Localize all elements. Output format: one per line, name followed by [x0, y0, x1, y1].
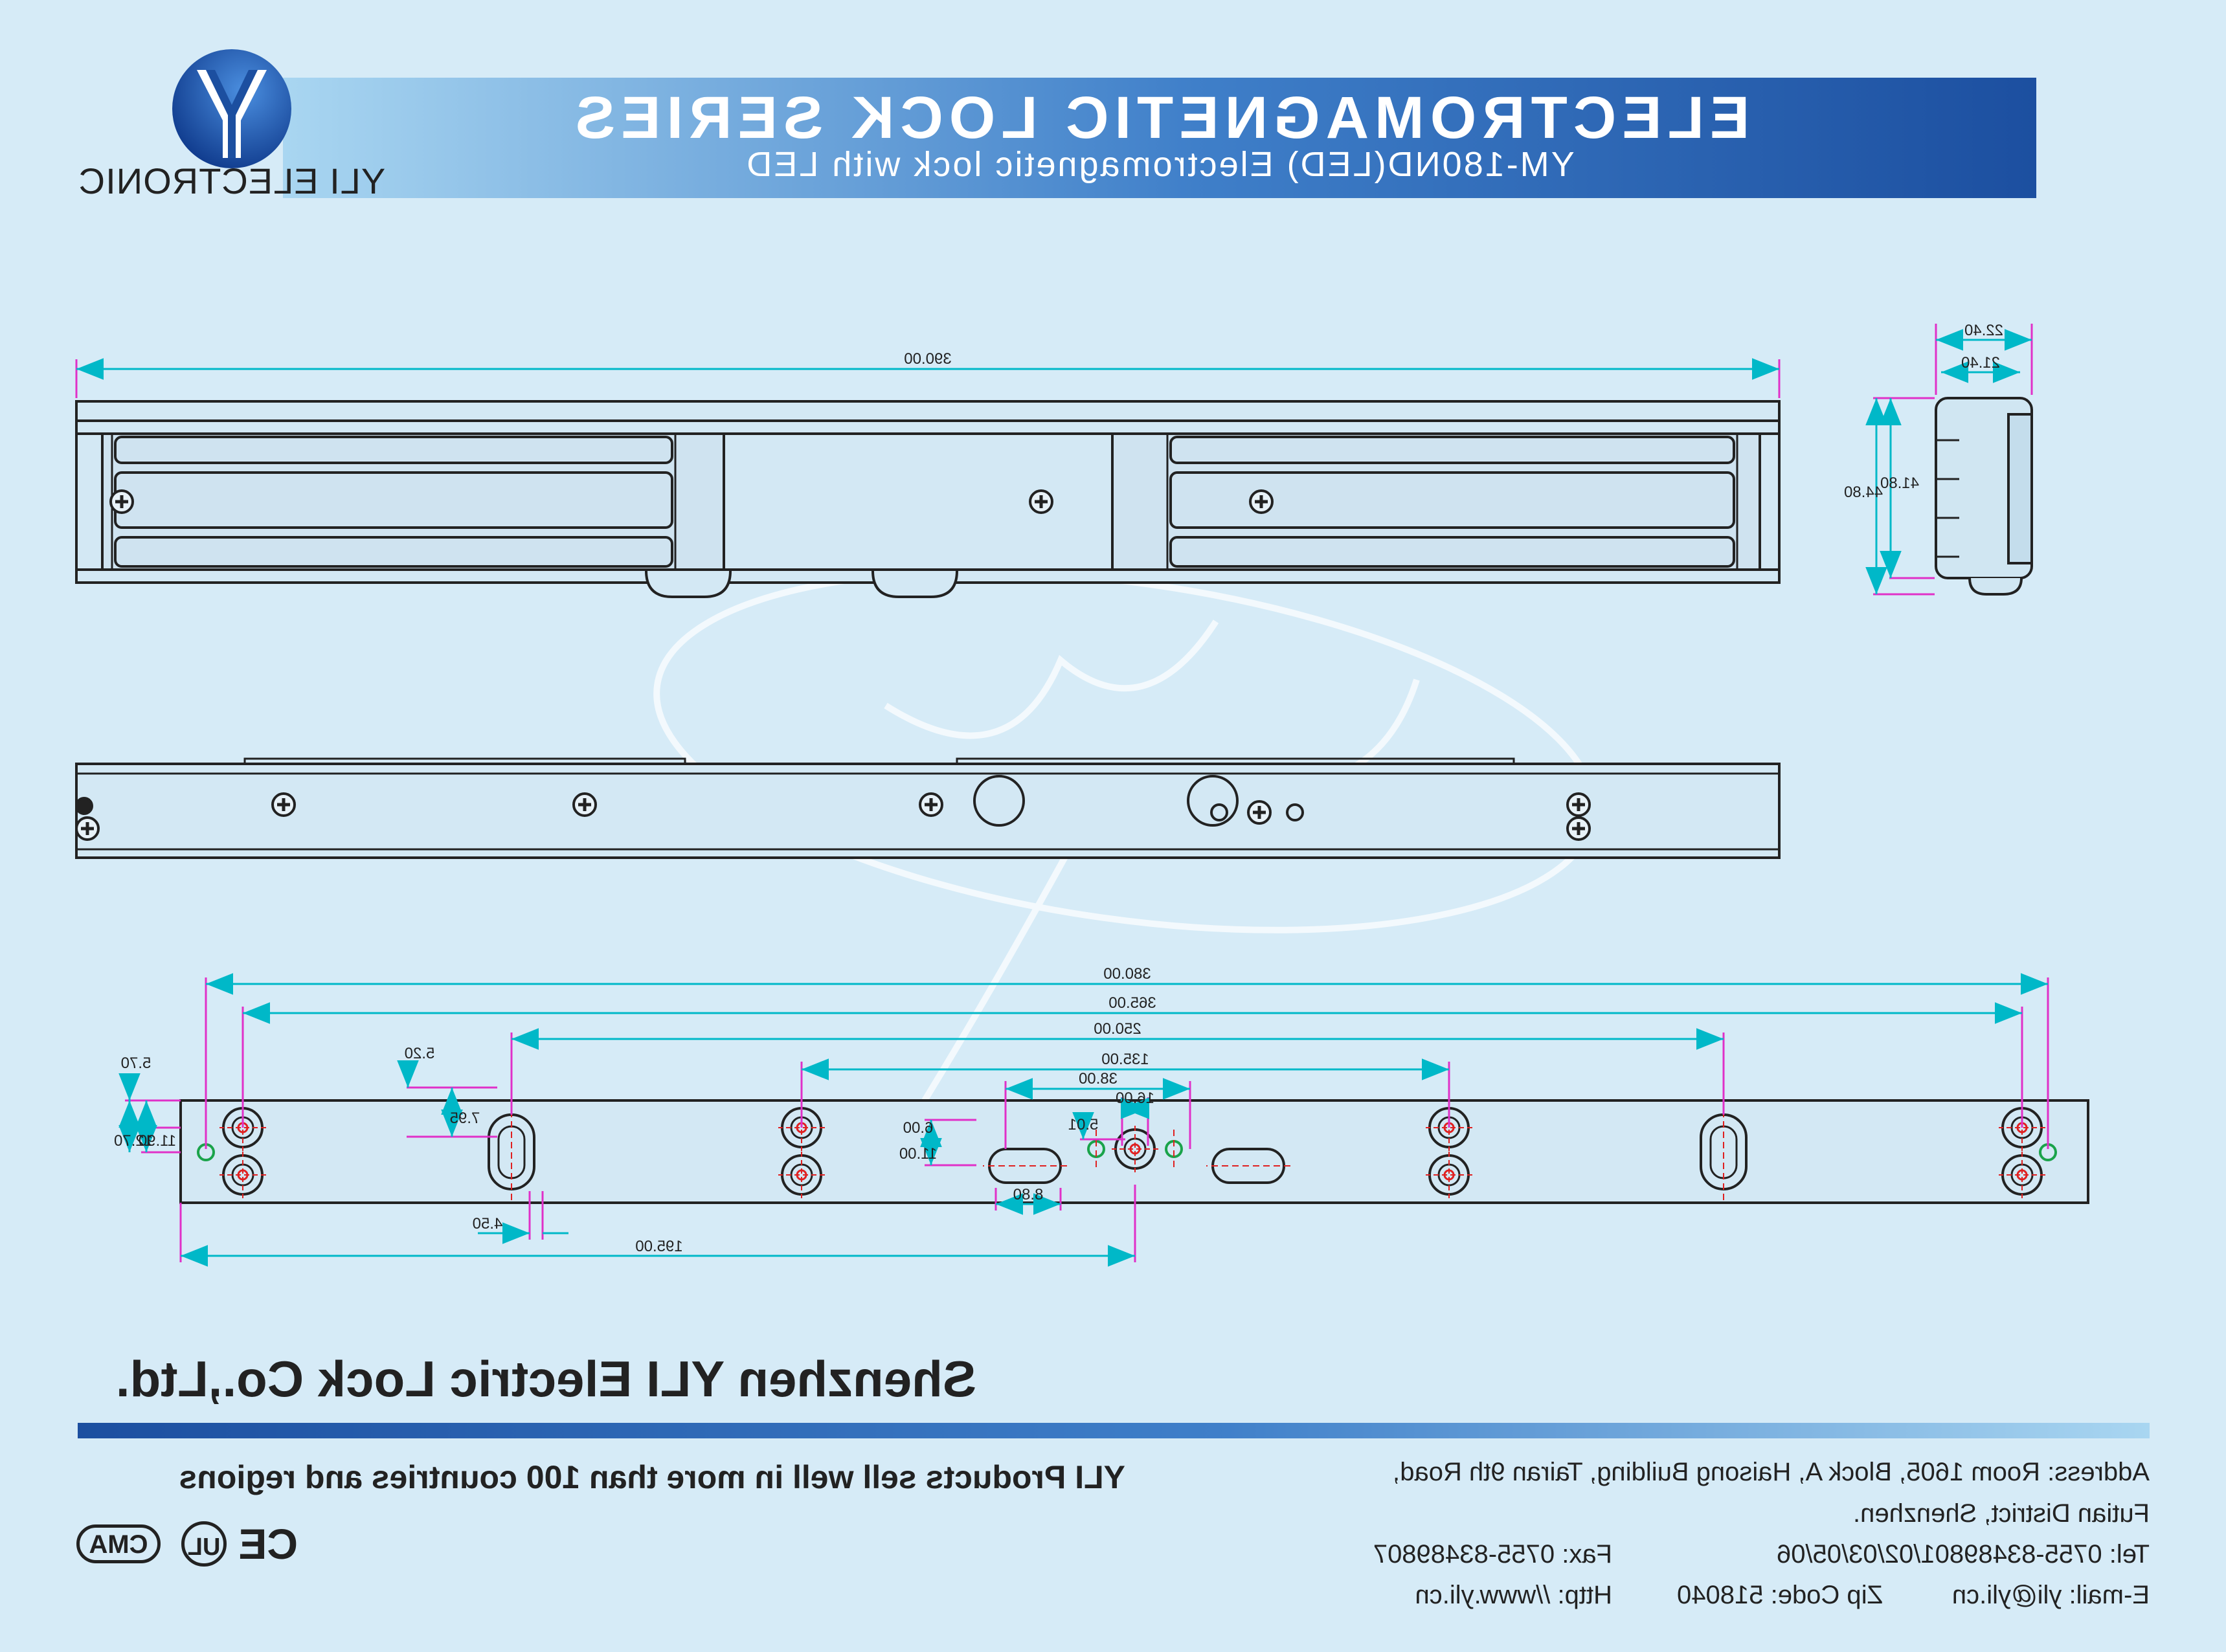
- dim-label: 5.20: [405, 1045, 435, 1062]
- dim-label: 6.00: [903, 1119, 934, 1137]
- dim-label: 11.90: [139, 1132, 176, 1150]
- dim-label: 41.80: [1880, 474, 1919, 492]
- dim-label: 11.00: [899, 1145, 937, 1163]
- dim-label: 44.80: [1844, 484, 1883, 501]
- plate-dimensions: [118, 973, 2049, 1267]
- yli-logo-icon: [172, 49, 291, 168]
- dim-label: 16.00: [1116, 1089, 1154, 1107]
- dim-label: 380.00: [1103, 965, 1151, 983]
- side-view: [1935, 397, 2033, 596]
- dim-label: 365.00: [1108, 994, 1156, 1012]
- dim-label: 5.70: [121, 1055, 152, 1072]
- dim-label: 38.00: [1079, 1070, 1118, 1088]
- front-view-dimensions: [75, 358, 1781, 398]
- side-view-dimensions: [1865, 324, 2033, 596]
- dim-label: 7.95: [450, 1110, 480, 1127]
- dim-label: 195.00: [635, 1238, 682, 1255]
- dim-label: 8.80: [1013, 1186, 1044, 1203]
- dim-label: 250.00: [1094, 1020, 1141, 1038]
- plate-centerlines: [511, 1100, 1724, 1203]
- dim-label: 21.40: [1961, 354, 2000, 372]
- dim-label: 22.40: [1964, 322, 2003, 339]
- dim-label: 12.70: [114, 1132, 153, 1150]
- dim-label: 5.01: [1068, 1116, 1099, 1133]
- dim-label: 390.00: [904, 350, 951, 368]
- dim-label: 135.00: [1101, 1051, 1149, 1068]
- front-view: [75, 400, 1781, 598]
- dim-label: 4.50: [473, 1215, 503, 1233]
